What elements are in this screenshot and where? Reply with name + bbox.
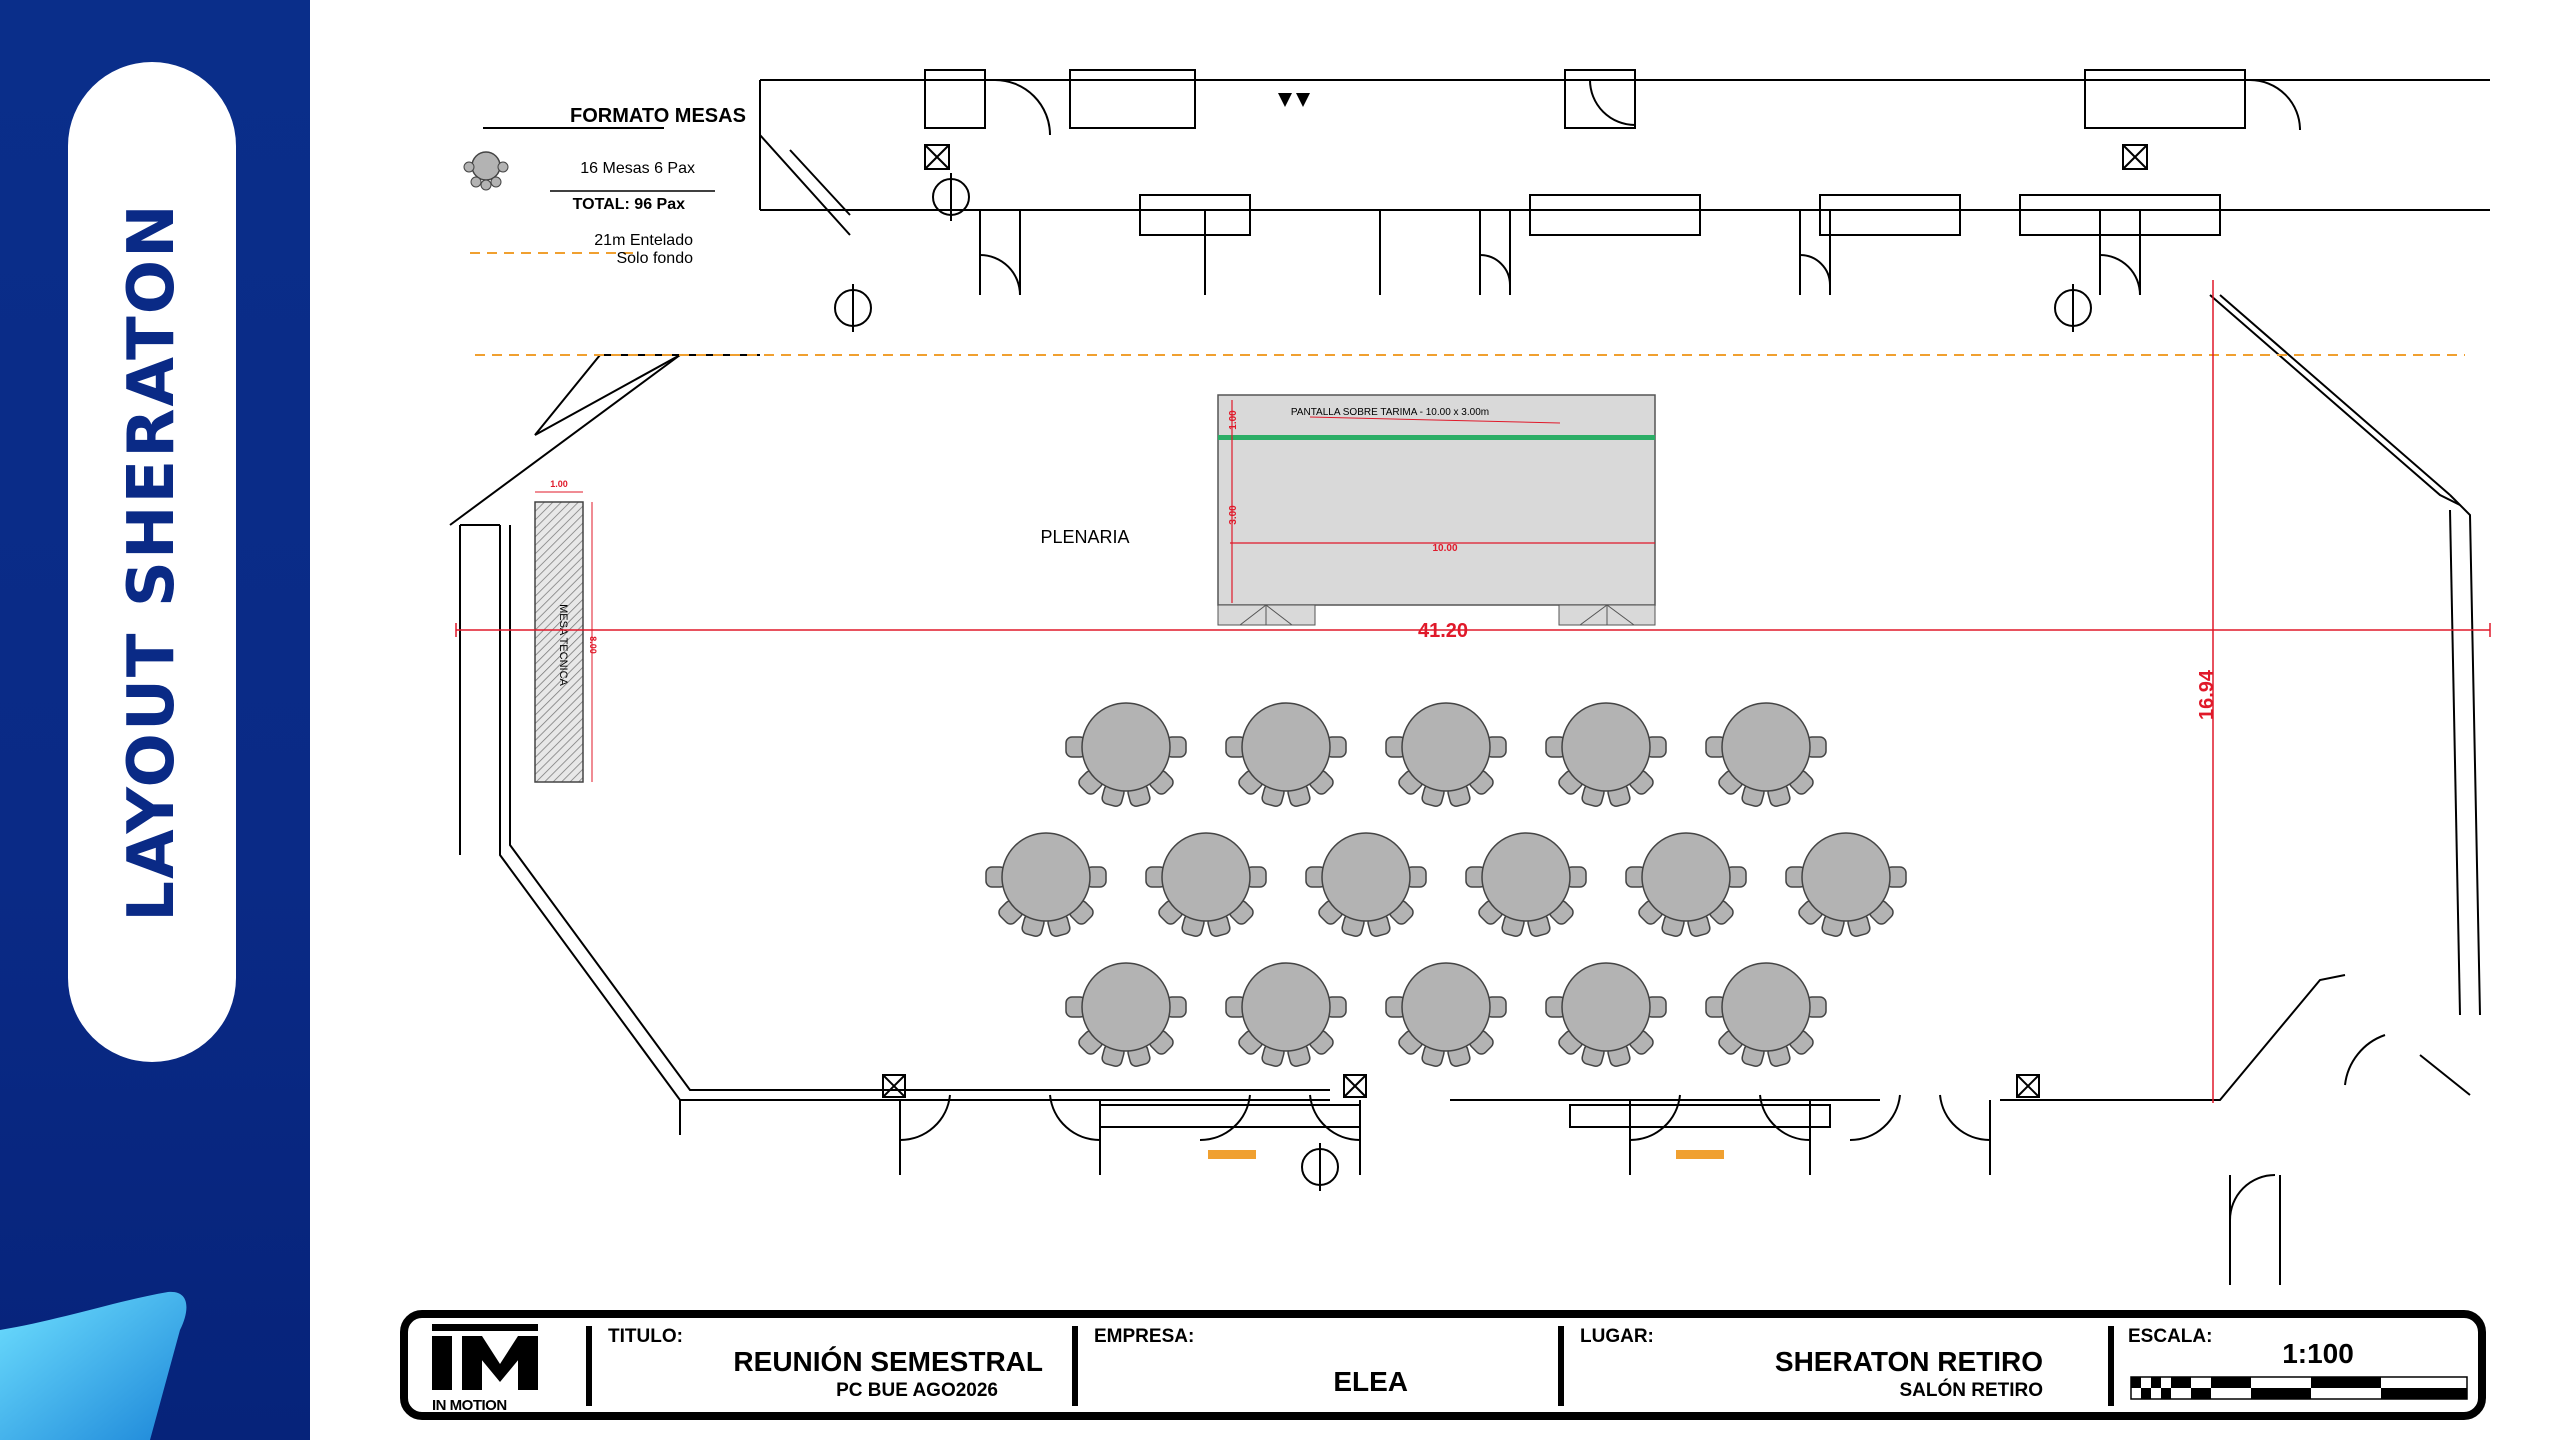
table-top <box>1081 702 1171 792</box>
legend-tables: 16 Mesas 6 Pax <box>580 160 695 177</box>
round-table <box>985 832 1107 937</box>
table-top <box>1321 832 1411 922</box>
legend-total: TOTAL: 96 Pax <box>573 196 685 213</box>
tech-table <box>534 491 593 783</box>
room-label: PLENARIA <box>1040 527 1129 547</box>
floor-plan: FORMATO MESAS 16 Mesas 6 Pax TOTAL: 96 P… <box>449 69 2491 1285</box>
entry-arrows <box>1278 93 1310 107</box>
titulo-sub: PC BUE AGO2026 <box>836 1380 998 1401</box>
round-table <box>1065 702 1187 807</box>
table-top <box>1401 962 1491 1052</box>
table-top <box>1081 962 1171 1052</box>
round-table <box>1625 832 1747 937</box>
screen-label: PANTALLA SOBRE TARIMA - 10.00 x 3.00m <box>1291 407 1489 418</box>
table-top <box>1721 962 1811 1052</box>
round-table <box>1705 962 1827 1067</box>
scale-bar <box>2130 1376 2468 1400</box>
sign-bar <box>1208 1150 1256 1159</box>
table-top <box>1481 832 1571 922</box>
table-top <box>1561 962 1651 1052</box>
dim-length-label: 41.20 <box>1418 620 1468 642</box>
titulo-value: REUNIÓN SEMESTRAL <box>733 1346 1043 1377</box>
empresa-value: ELEA <box>1333 1366 1408 1397</box>
title-pill <box>68 62 236 1062</box>
divider <box>1558 1326 1564 1406</box>
divider <box>1072 1326 1078 1406</box>
round-table <box>1145 832 1267 937</box>
table-top <box>1001 832 1091 922</box>
logo: IN MOTION <box>428 1322 553 1414</box>
lugar-sub: SALÓN RETIRO <box>1899 1380 2043 1401</box>
table-top <box>1401 702 1491 792</box>
sign-bar <box>1676 1150 1724 1159</box>
empresa-label: EMPRESA: <box>1094 1326 1195 1347</box>
lugar-value: SHERATON RETIRO <box>1774 1346 2043 1377</box>
stage <box>1217 394 1656 626</box>
round-table <box>1705 702 1827 807</box>
title-block: IN MOTION TITULO: REUNIÓN SEMESTRAL PC B… <box>400 1310 2486 1420</box>
round-table <box>1305 832 1427 937</box>
lugar-label: LUGAR: <box>1580 1326 1654 1347</box>
legend-drape-1: 21m Entelado <box>594 232 693 249</box>
round-table <box>1785 832 1907 937</box>
table-top <box>1561 702 1651 792</box>
tech-label: MESA TECNICA <box>557 604 569 686</box>
dim-depth-label: 16.94 <box>2196 669 2218 720</box>
stage-dim-3: 3.00 <box>1228 505 1239 525</box>
escala-label: ESCALA: <box>2128 1326 2213 1347</box>
divider <box>586 1326 592 1406</box>
tech-dim-length: 8.00 <box>588 636 598 654</box>
round-table <box>1065 962 1187 1067</box>
legend-heading: FORMATO MESAS <box>570 105 746 127</box>
logo-text: IN MOTION <box>432 1397 507 1414</box>
table-top <box>1241 702 1331 792</box>
table-top <box>1161 832 1251 922</box>
round-table <box>1545 962 1667 1067</box>
stage-dim-10: 10.00 <box>1432 543 1457 554</box>
round-table <box>1385 962 1507 1067</box>
titulo-label: TITULO: <box>608 1326 683 1347</box>
round-table <box>1545 702 1667 807</box>
table-top <box>1801 832 1891 922</box>
table-top <box>1721 702 1811 792</box>
legend-table-icon <box>463 151 509 191</box>
sidebar: LAYOUT SHERATON <box>0 0 310 1440</box>
round-table <box>1385 702 1507 807</box>
table-top <box>1241 962 1331 1052</box>
logo-mark <box>432 1324 538 1390</box>
legend-drape-2: Solo fondo <box>616 250 693 267</box>
brand-swoosh <box>0 1291 187 1440</box>
round-table <box>1465 832 1587 937</box>
divider <box>2108 1326 2114 1406</box>
round-table <box>1225 702 1347 807</box>
stage-dim-1: 1.00 <box>1228 410 1239 430</box>
table-top <box>1641 832 1731 922</box>
tech-dim-width: 1.00 <box>550 479 568 489</box>
escala-value: 1:100 <box>2282 1338 2354 1369</box>
round-table <box>1225 962 1347 1067</box>
tables-layer <box>985 702 1907 1067</box>
